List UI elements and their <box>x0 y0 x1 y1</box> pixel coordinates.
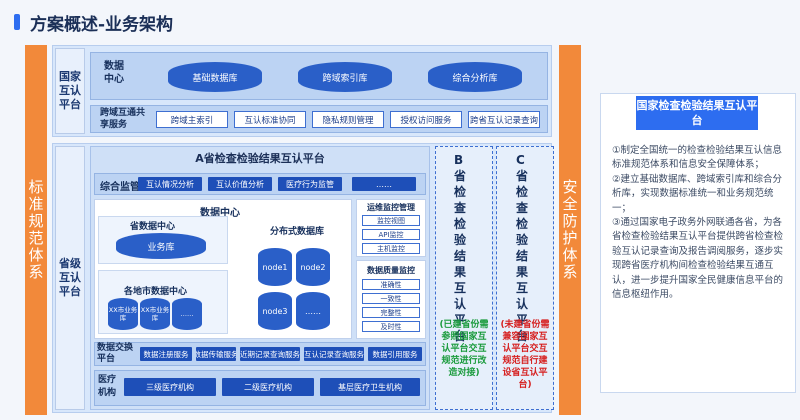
distributed-node-2: node2 <box>296 248 330 286</box>
city-db-3: …… <box>172 298 202 330</box>
info-card-body: ①制定全国统一的检查检验结果互认信息标准规范体系和信息安全保障体系； ②建立基础… <box>612 144 790 302</box>
national-platform-label-text: 国家互认平台 <box>59 70 81 111</box>
medical-item-2: 二级医疗机构 <box>222 378 314 396</box>
distributed-node-4: …… <box>296 292 330 330</box>
city-db-2: XX市业务库 <box>140 298 170 330</box>
provincial-platform-label-text: 省级互认平台 <box>59 257 81 298</box>
quality-item-2: 一致性 <box>362 293 420 304</box>
provincial-platform-label: 省级互认平台 <box>55 146 85 410</box>
national-service-4: 授权访问服务 <box>390 111 462 128</box>
national-service-1: 跨域主索引 <box>156 111 228 128</box>
exchange-item-3: 近期记录查询服务 <box>240 347 300 361</box>
national-service-2: 互认标准协同 <box>234 111 306 128</box>
info-paragraph-2: ②建立基础数据库、跨域索引库和综合分析库，实现数据标准统一和业务规范统一； <box>612 173 783 214</box>
info-card-title: 国家检查检验结果互认平台 <box>636 96 758 130</box>
exchange-item-5: 数据引用服务 <box>368 347 422 361</box>
b-province-box <box>435 146 493 410</box>
a-data-center-title: 数据中心 <box>200 208 240 219</box>
national-service-5: 跨省互认记录查询 <box>468 111 540 128</box>
distributed-db-title: 分布式数据库 <box>270 227 325 237</box>
quality-item-1: 准确性 <box>362 279 420 290</box>
supervision-item-2: 互认价值分析 <box>208 177 272 191</box>
quality-item-3: 完整性 <box>362 307 420 318</box>
page-title: 方案概述-业务架构 <box>30 15 174 35</box>
distributed-node-3: node3 <box>258 292 292 330</box>
supervision-label: 综合监管 <box>100 182 140 193</box>
supervision-item-3: 医疗行为监管 <box>278 177 342 191</box>
b-province-note: (已建省份需参照国家互认平台交互规范进行改造对接) <box>439 320 489 378</box>
data-quality-title: 数据质量监控 <box>367 266 415 275</box>
medical-item-3: 基层医疗卫生机构 <box>320 378 420 396</box>
exchange-label: 数据交换平台 <box>97 343 134 364</box>
title-accent-bar <box>14 14 20 30</box>
ops-item-1: 监控视图 <box>362 215 420 226</box>
supervision-item-4: …… <box>352 177 416 191</box>
national-share-label: 跨域互通共享服务 <box>100 108 146 130</box>
b-province-title: B省检查检验结果互认平台 <box>454 153 467 343</box>
national-service-3: 隐私规则管理 <box>312 111 384 128</box>
info-paragraph-1: ①制定全国统一的检查检验结果互认信息标准规范体系和信息安全保障体系； <box>612 145 783 171</box>
supervision-item-1: 互认情况分析 <box>138 177 202 191</box>
city-dc-label: 各地市数据中心 <box>124 287 188 297</box>
national-db-3: 综合分析库 <box>428 62 522 92</box>
distributed-node-1: node1 <box>258 248 292 286</box>
city-db-1: XX市业务库 <box>108 298 138 330</box>
exchange-item-2: 数据传输服务 <box>196 347 236 361</box>
national-db-2: 跨域索引库 <box>298 62 392 92</box>
a-province-title: A省检查检验结果互认平台 <box>195 152 325 165</box>
national-db-1: 基础数据库 <box>168 62 262 92</box>
info-paragraph-3: ③通过国家电子政务外网联通各省，为各省检查检验结果互认平台提供跨省检查检验互认记… <box>612 217 784 301</box>
exchange-item-4: 互认记录查询服务 <box>304 347 364 361</box>
c-province-note: (未建省份需兼容国家互认平台交互规范自行建设省互认平台) <box>500 320 550 390</box>
exchange-item-1: 数据注册服务 <box>140 347 192 361</box>
ops-item-3: 主机监控 <box>362 243 420 254</box>
info-card <box>600 93 796 393</box>
quality-item-4: 及时性 <box>362 321 420 332</box>
medical-label: 医疗机构 <box>98 375 117 398</box>
c-province-box <box>496 146 554 410</box>
provincial-dc-db: 业务库 <box>116 233 206 259</box>
right-rail-label: 安全防护体系 <box>562 178 578 281</box>
right-rail-security: 安全防护体系 <box>559 45 581 415</box>
national-data-center-label: 数据中心 <box>104 61 124 85</box>
national-platform-label: 国家互认平台 <box>55 48 85 134</box>
provincial-dc-db-label: 业务库 <box>147 242 175 253</box>
ops-item-2: API监控 <box>362 229 420 240</box>
left-rail-standards: 标准规范体系 <box>25 45 47 415</box>
medical-item-1: 三级医疗机构 <box>124 378 216 396</box>
c-province-title: C省检查检验结果互认平台 <box>516 153 529 343</box>
ops-monitor-title: 运维监控管理 <box>367 203 415 212</box>
left-rail-label: 标准规范体系 <box>28 178 44 281</box>
provincial-dc-label: 省数据中心 <box>130 222 176 232</box>
